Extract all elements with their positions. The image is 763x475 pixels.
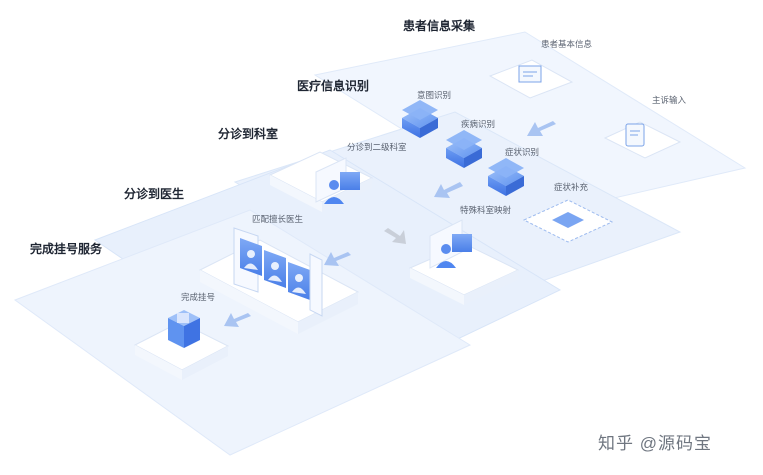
node-label-symptom-supplement: 症状补充 [554,182,589,192]
watermark-text: 知乎 @源码宝 [598,434,712,453]
node-label-special-dept-mapping: 特殊科室映射 [460,205,512,215]
disease-recognition-stack [446,130,482,168]
symptom-supplement-slab [522,199,614,243]
arrow-dept-to-doctor [324,252,351,266]
node-label-patient-basic-info: 患者基本信息 [541,39,593,49]
node-label-registration-done: 完成挂号 [181,292,216,302]
layer-title-dept-triage: 分诊到科室 [218,127,279,141]
layer-plane-doctor-triage [13,209,472,456]
registration-block [133,310,230,380]
arrow-complaint-to-recognition [527,121,556,136]
node-label-intent-recognition: 意图识别 [417,90,452,100]
layer-title-registration: 完成挂号服务 [30,242,103,256]
secondary-dept-block [268,151,374,212]
node-label-complaint-input: 主诉输入 [652,95,687,105]
layer-title-medical-recognition: 医疗信息识别 [297,79,370,93]
arrow-recognition-to-dept [434,182,463,198]
node-label-disease-recognition: 疾病识别 [461,119,496,129]
doctor-match-block [198,227,360,334]
symptom-recognition-stack [488,158,524,196]
layer-title-patient-info: 患者信息采集 [403,19,476,33]
node-label-secondary-dept: 分诊到二级科室 [347,142,407,152]
node-label-symptom-recognition: 症状识别 [505,147,540,157]
doctor-card-3 [288,262,310,300]
special-dept-block [408,219,520,305]
intent-recognition-stack [402,100,438,138]
node-label-doctor-match: 匹配擅长医生 [252,214,304,224]
doctor-card-1 [240,238,262,276]
layer-title-doctor-triage: 分诊到医生 [124,187,185,201]
doctor-card-2 [264,250,286,288]
patient-basic-info-slab [488,59,574,99]
complaint-input-slab [603,121,682,159]
arrow-doctor-to-registration [224,313,251,327]
arrow-dept-internal [384,228,406,244]
